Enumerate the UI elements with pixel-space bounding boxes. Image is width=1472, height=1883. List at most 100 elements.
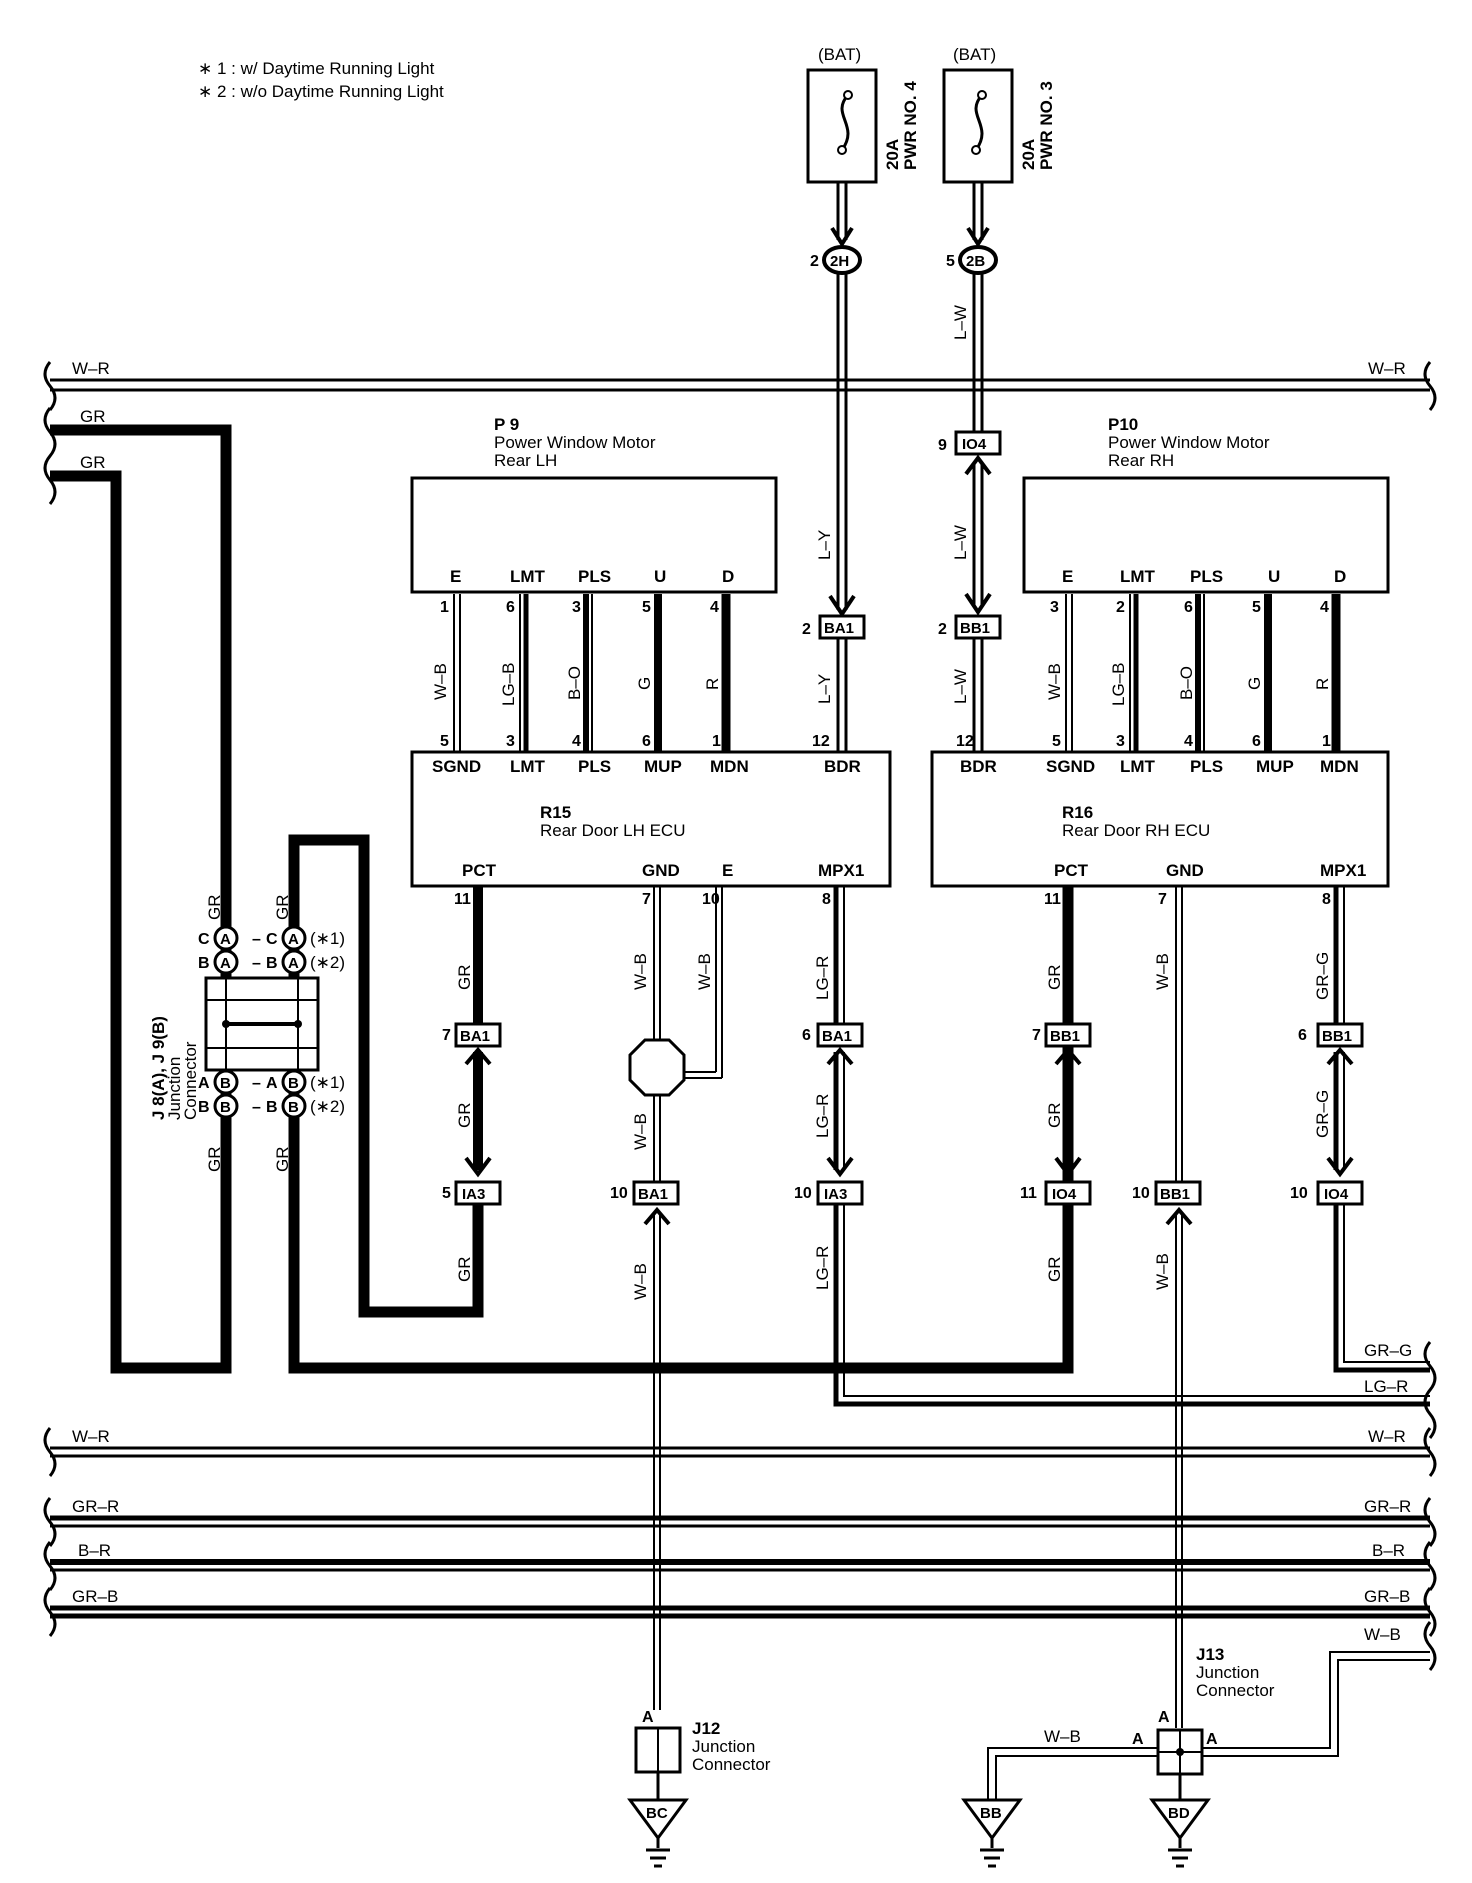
svg-text:8: 8 xyxy=(1322,891,1331,908)
svg-text:Junction: Junction xyxy=(165,1057,184,1120)
svg-text:LG–B: LG–B xyxy=(499,663,518,706)
svg-text:U: U xyxy=(1268,567,1280,586)
svg-text:E: E xyxy=(1062,567,1073,586)
svg-text:GR: GR xyxy=(455,1257,474,1283)
svg-text:GR–G: GR–G xyxy=(1313,1090,1332,1138)
connector-bb1 xyxy=(1044,1022,1092,1048)
svg-text:5: 5 xyxy=(440,733,449,750)
svg-text:B: B xyxy=(220,1099,231,1116)
splice-point xyxy=(628,1038,686,1097)
svg-text:J 8(A), J 9(B): J 8(A), J 9(B) xyxy=(149,1016,168,1120)
svg-text:7: 7 xyxy=(1158,891,1167,908)
svg-text:6: 6 xyxy=(1298,1027,1307,1044)
wire-r16-gnd: 7 W–B 10 BB1 W–B xyxy=(1132,886,1202,1728)
svg-text:GR: GR xyxy=(455,1103,474,1129)
svg-text:GR–B: GR–B xyxy=(1364,1587,1410,1606)
svg-text:6: 6 xyxy=(802,1027,811,1044)
note-2: ∗ 2 : w/o Daytime Running Light xyxy=(198,82,444,101)
ecu-box xyxy=(410,750,892,888)
svg-text:GR–R: GR–R xyxy=(1364,1497,1411,1516)
svg-text:BB1: BB1 xyxy=(960,620,990,637)
fuse-name: PWR NO. 3 xyxy=(1037,81,1056,170)
svg-text:G: G xyxy=(635,677,654,690)
svg-text:IA3: IA3 xyxy=(824,1186,847,1203)
fuse-pwr-no4: (BAT) 20A PWR NO. 4 xyxy=(806,45,920,184)
wire-gr-left: GR GR xyxy=(43,407,232,1374)
svg-text:W–B: W–B xyxy=(631,953,650,990)
svg-text:IO4: IO4 xyxy=(962,436,987,453)
wires-p10-r16: 3 2 6 5 4 5 3 4 6 1 W–B LG–B B–O G R xyxy=(1045,594,1341,752)
svg-text:Junction: Junction xyxy=(1196,1663,1259,1682)
svg-text:BDR: BDR xyxy=(824,757,861,776)
svg-text:GR–B: GR–B xyxy=(72,1587,118,1606)
svg-text:–: – xyxy=(252,1075,261,1092)
svg-text:4: 4 xyxy=(1320,599,1329,616)
junction-j12: A J12 Junction Connector BC xyxy=(627,1709,771,1868)
junction-row: C A – C A (∗1) xyxy=(198,925,345,951)
svg-text:(∗1): (∗1) xyxy=(310,929,345,948)
svg-text:W–B: W–B xyxy=(631,1113,650,1150)
bus-grr: GR–R GR–R xyxy=(43,1497,1437,1547)
ground-icon xyxy=(1149,1798,1211,1841)
svg-text:A: A xyxy=(198,1075,210,1092)
svg-text:BA1: BA1 xyxy=(638,1186,668,1203)
ecu-box xyxy=(930,750,1390,888)
svg-text:8: 8 xyxy=(822,891,831,908)
svg-text:A: A xyxy=(642,1709,654,1726)
junction-row: A B – A B (∗1) xyxy=(198,1069,345,1095)
component-id: P10 xyxy=(1108,415,1138,434)
svg-text:12: 12 xyxy=(956,733,974,750)
svg-text:W–R: W–R xyxy=(72,1427,110,1446)
svg-text:3: 3 xyxy=(506,733,515,750)
svg-text:1: 1 xyxy=(712,733,721,750)
svg-text:L–Y: L–Y xyxy=(815,530,834,560)
svg-text:LG–R: LG–R xyxy=(813,1094,832,1138)
svg-text:7: 7 xyxy=(442,1027,451,1044)
svg-text:LMT: LMT xyxy=(510,757,546,776)
component-sub: Rear RH xyxy=(1108,451,1174,470)
svg-text:SGND: SGND xyxy=(1046,757,1095,776)
svg-text:A: A xyxy=(288,931,299,948)
svg-text:3: 3 xyxy=(1050,599,1059,616)
svg-text:GND: GND xyxy=(642,861,680,880)
motor-p9: P 9 Power Window Motor Rear LH E LMT PLS… xyxy=(410,415,778,594)
svg-text:GR–R: GR–R xyxy=(72,1497,119,1516)
svg-text:L–W: L–W xyxy=(951,305,970,340)
junction-row: B B – B B (∗2) xyxy=(198,1093,345,1119)
connector-ia3 xyxy=(816,1180,864,1206)
svg-text:B–O: B–O xyxy=(565,666,584,700)
svg-text:5: 5 xyxy=(442,1185,451,1202)
ecu-r16: BDR SGND LMT PLS MUP MDN R16 Rear Door R… xyxy=(930,750,1390,888)
svg-text:LMT: LMT xyxy=(1120,757,1156,776)
wire-r16-pct: 11 GR 7 BB1 GR 11 IO4 GR xyxy=(1020,886,1092,1282)
svg-text:2: 2 xyxy=(802,621,811,638)
junction-j13: W–B A A A J13 Junction Connector W–B BB … xyxy=(961,1621,1437,1868)
svg-text:5: 5 xyxy=(1252,599,1261,616)
svg-text:5: 5 xyxy=(946,253,955,270)
wire-r15-mpx1: 8 LG–R 6 BA1 LG–R 10 IA3 LG–R xyxy=(794,886,1430,1407)
svg-text:11: 11 xyxy=(1044,891,1061,908)
svg-text:BA1: BA1 xyxy=(822,1028,852,1045)
fuse-rating: 20A xyxy=(883,139,902,170)
svg-text:11: 11 xyxy=(454,891,471,908)
svg-text:GR: GR xyxy=(1045,1103,1064,1129)
junction-j8-j9: J 8(A), J 9(B) Junction Connector GR GR … xyxy=(149,895,345,1173)
svg-text:C: C xyxy=(198,931,210,948)
svg-text:A: A xyxy=(220,931,231,948)
svg-text:Connector: Connector xyxy=(1196,1681,1275,1700)
bus-right-labels: GR–G LG–R xyxy=(1364,1341,1437,1439)
svg-text:U: U xyxy=(654,567,666,586)
svg-text:J12: J12 xyxy=(692,1719,720,1738)
svg-text:2B: 2B xyxy=(966,253,985,270)
fuse-element xyxy=(840,93,850,151)
svg-text:(∗2): (∗2) xyxy=(310,953,345,972)
svg-text:MDN: MDN xyxy=(710,757,749,776)
svg-text:GR–G: GR–G xyxy=(1313,952,1332,1000)
svg-text:A: A xyxy=(1206,1731,1218,1748)
connector-io4 xyxy=(954,430,1002,456)
svg-text:2: 2 xyxy=(810,253,819,270)
svg-text:W–B: W–B xyxy=(1044,1727,1081,1746)
ecu-id: R15 xyxy=(540,803,571,822)
svg-text:W–B: W–B xyxy=(695,953,714,990)
svg-text:B: B xyxy=(288,1075,299,1092)
